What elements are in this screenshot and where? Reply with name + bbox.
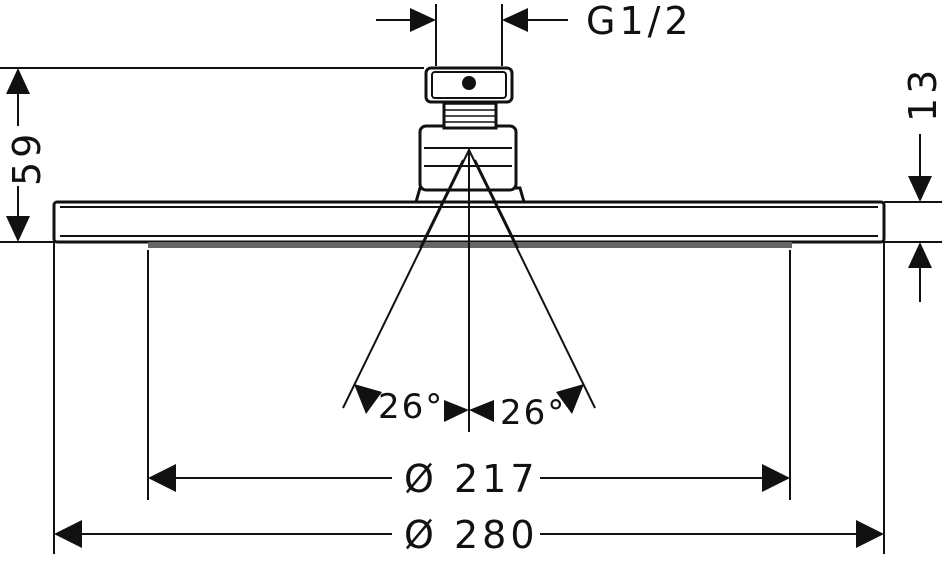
- spray-line-left-inner: [419, 159, 464, 249]
- spray-line-right: [468, 149, 596, 409]
- outer-diameter-label: Ø 280: [404, 513, 539, 557]
- top-nut-inner: [431, 71, 507, 99]
- spray-diameter-dimension: Ø 217: [147, 250, 791, 501]
- thickness-label: 13: [901, 66, 942, 122]
- thickness-dimension: 13: [884, 66, 942, 302]
- top-nut-hole: [462, 76, 476, 90]
- thickness-arrow-bottom: [908, 242, 932, 268]
- spray-diameter-label: Ø 217: [404, 457, 539, 501]
- height-arrow-bottom: [6, 216, 30, 242]
- spray-arrow-left: [148, 464, 176, 492]
- angle-left-outer-arrow: [354, 384, 382, 414]
- angle-left-label: 26°: [378, 387, 444, 427]
- angle-right-label: 26°: [500, 393, 566, 433]
- angle-right-inner-arrow: [469, 400, 494, 422]
- height-dimension: 59: [0, 67, 424, 243]
- spray-arrow-right: [762, 464, 790, 492]
- thread-label: G1/2: [586, 0, 693, 43]
- angle-left-inner-arrow: [444, 400, 469, 422]
- outer-diameter-dimension: Ø 280: [53, 242, 885, 557]
- angle-right-outer-arrow: [556, 384, 584, 414]
- spray-line-right-inner: [474, 159, 519, 249]
- outer-arrow-left: [54, 520, 82, 548]
- outer-arrow-right: [856, 520, 884, 548]
- thread-arrow-left: [410, 8, 436, 32]
- height-arrow-top: [6, 68, 30, 94]
- height-label: 59: [5, 130, 49, 186]
- thread-dimension: G1/2: [376, 0, 693, 66]
- spray-line-left: [342, 149, 470, 409]
- spray-angle-lines: 26° 26°: [342, 149, 596, 433]
- thickness-arrow-top: [908, 176, 932, 202]
- thread-arrow-right: [502, 8, 528, 32]
